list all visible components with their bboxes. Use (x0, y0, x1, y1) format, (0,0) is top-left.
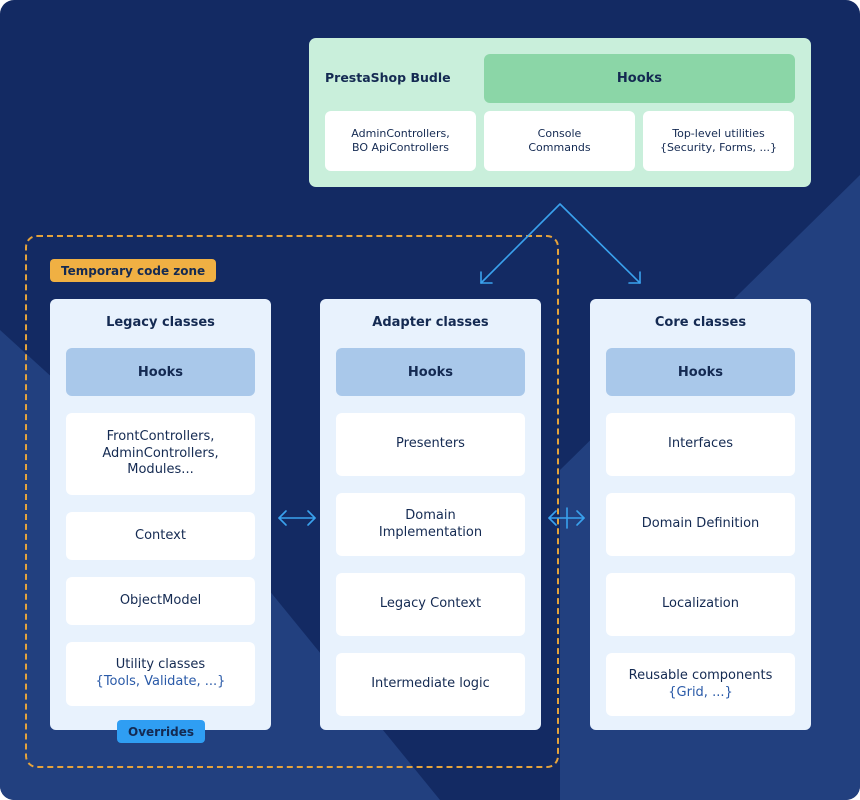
bundle-title: PrestaShop Budle (325, 70, 451, 85)
bundle-hooks: Hooks (484, 54, 795, 103)
core-card-interfaces: Interfaces (606, 413, 795, 476)
legacy-hooks: Hooks (66, 348, 255, 396)
core-card-domain-definition: Domain Definition (606, 493, 795, 556)
legacy-classes-column: Legacy classes Hooks FrontControllers, A… (50, 299, 271, 730)
adapter-card-domain-implementation: Domain Implementation (336, 493, 525, 556)
prestashop-bundle-panel: PrestaShop Budle Hooks AdminControllers,… (309, 38, 811, 187)
core-classes-column: Core classes Hooks Interfaces Domain Def… (590, 299, 811, 730)
temporary-code-zone (25, 235, 559, 768)
adapter-card-legacy-context: Legacy Context (336, 573, 525, 636)
adapter-hooks: Hooks (336, 348, 525, 396)
adapter-card-presenters: Presenters (336, 413, 525, 476)
core-reusable-examples: {Grid, ...} (668, 684, 733, 700)
legacy-card-object-model: ObjectModel (66, 577, 255, 625)
legacy-card-context: Context (66, 512, 255, 560)
bundle-item-top-level-utilities: Top-level utilities{Security, Forms, ...… (643, 111, 794, 171)
legacy-classes-title: Legacy classes (106, 315, 215, 330)
bundle-item-admin-controllers: AdminControllers,BO ApiControllers (325, 111, 476, 171)
legacy-utility-examples: {Tools, Validate, ...} (95, 674, 226, 689)
core-card-localization: Localization (606, 573, 795, 636)
adapter-card-intermediate-logic: Intermediate logic (336, 653, 525, 716)
adapter-classes-column: Adapter classes Hooks Presenters Domain … (320, 299, 541, 730)
adapter-classes-title: Adapter classes (372, 315, 489, 330)
core-classes-title: Core classes (654, 315, 747, 330)
temporary-code-zone-label: Temporary code zone (50, 259, 217, 282)
core-hooks: Hooks (606, 348, 795, 396)
legacy-card-utility-classes: Utility classes {Tools, Validate, ...} (66, 642, 255, 706)
legacy-card-controllers: FrontControllers, AdminControllers, Modu… (66, 413, 255, 495)
overrides-label: Overrides (117, 720, 205, 743)
core-card-reusable-components: Reusable components {Grid, ...} (606, 653, 795, 716)
